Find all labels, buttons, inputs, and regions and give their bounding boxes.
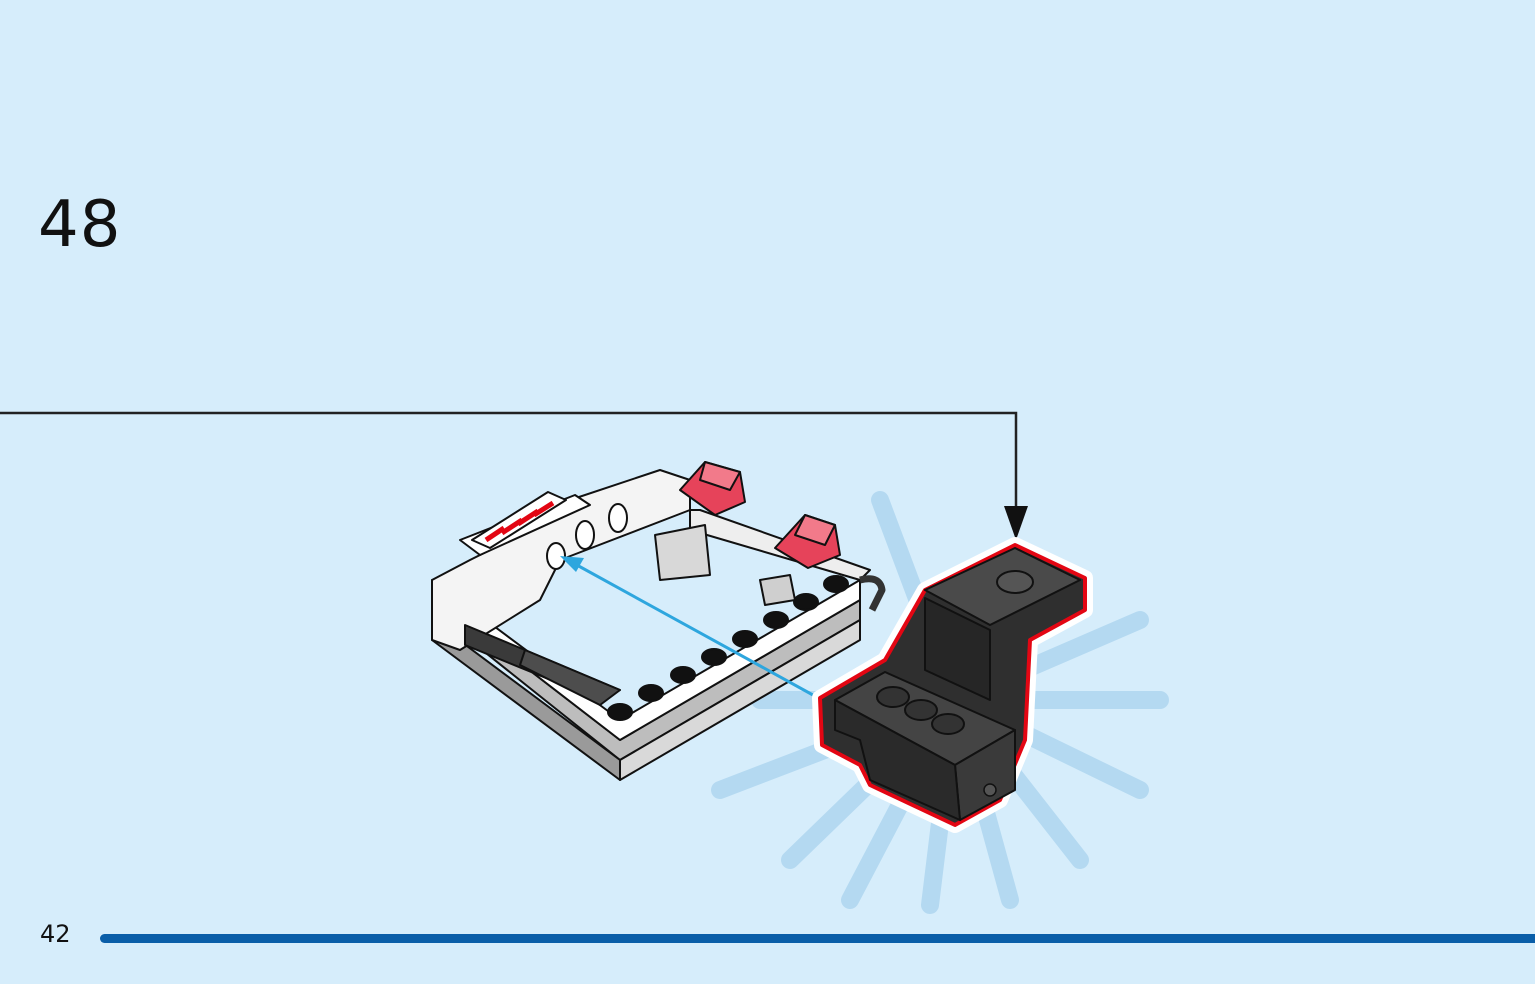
callout-arrow (0, 411, 1028, 540)
black-bracket-part (812, 537, 1093, 833)
progress-bar (100, 934, 1535, 943)
step-number: 48 (38, 188, 122, 262)
insertion-arrow (560, 556, 823, 702)
base-assembly (431, 461, 886, 781)
page-number: 42 (40, 920, 71, 948)
